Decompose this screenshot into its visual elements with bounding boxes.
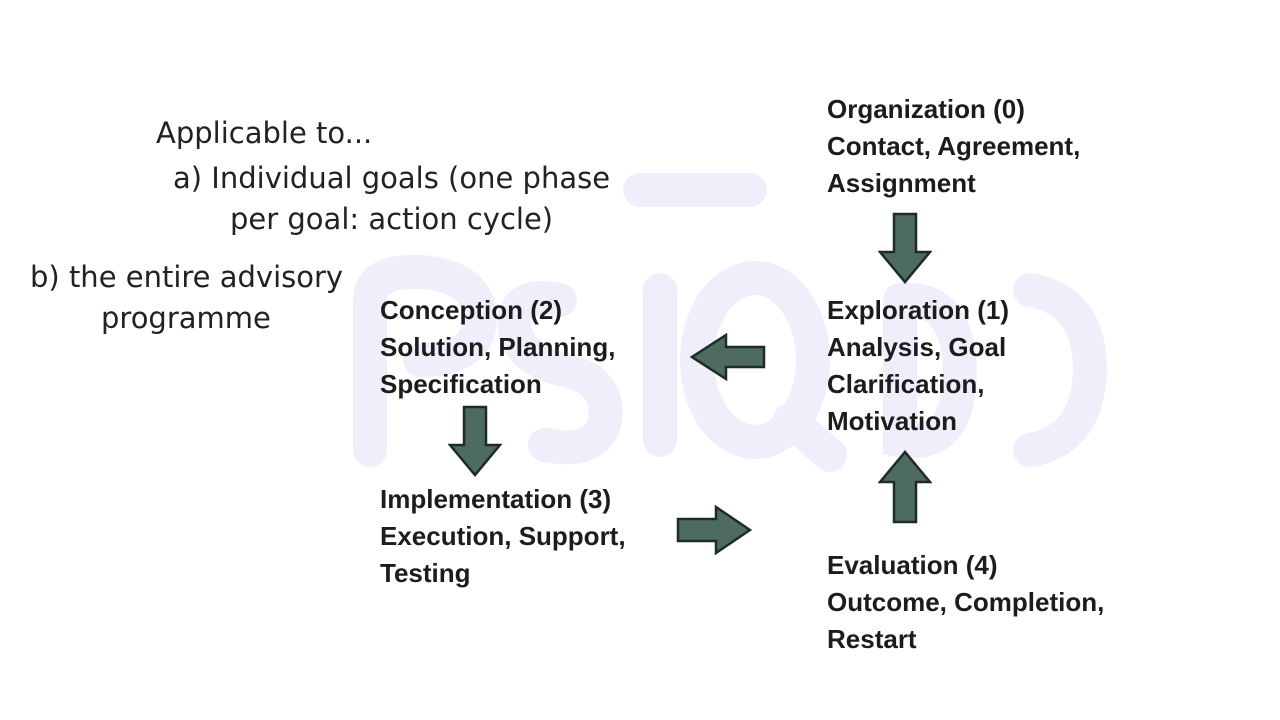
phase-exploration-title: Exploration (1) xyxy=(827,295,1010,325)
phase-exploration-line: Motivation xyxy=(827,406,957,436)
phase-organization-line: Assignment xyxy=(827,168,976,198)
applicable-item-b-line2: programme xyxy=(101,301,271,335)
phase-organization-title: Organization (0) xyxy=(827,94,1025,124)
phase-organization-line: Contact, Agreement, xyxy=(827,131,1081,161)
arrow-right-implementation-to-evaluation-icon xyxy=(676,505,752,555)
phase-conception-line: Solution, Planning, xyxy=(380,332,616,362)
phase-exploration-line: Clarification, xyxy=(827,369,985,399)
arrow-left-exploration-to-conception-icon xyxy=(690,333,766,381)
applicable-item-b-line1: b) the entire advisory xyxy=(30,260,344,294)
phase-implementation: Implementation (3) Execution, Support, T… xyxy=(380,481,626,592)
phase-evaluation-title: Evaluation (4) xyxy=(827,550,998,580)
arrow-down-conception-to-implementation-icon xyxy=(448,405,502,477)
phase-implementation-line: Testing xyxy=(380,558,471,588)
phase-implementation-line: Execution, Support, xyxy=(380,521,626,551)
applicable-item-a-line2: per goal: action cycle) xyxy=(230,202,554,236)
applicable-item-a-line1: a) Individual goals (one phase xyxy=(173,161,611,195)
phase-evaluation: Evaluation (4) Outcome, Completion, Rest… xyxy=(827,547,1104,658)
phase-implementation-title: Implementation (3) xyxy=(380,484,612,514)
phase-conception-title: Conception (2) xyxy=(380,295,562,325)
arrow-down-organization-to-exploration-icon xyxy=(878,212,932,284)
applicable-heading: Applicable to... xyxy=(156,116,373,150)
arrow-up-evaluation-to-exploration-icon xyxy=(878,450,932,524)
phase-evaluation-line: Restart xyxy=(827,624,917,654)
phase-conception: Conception (2) Solution, Planning, Speci… xyxy=(380,292,615,403)
phase-exploration: Exploration (1) Analysis, Goal Clarifica… xyxy=(827,292,1009,440)
phase-conception-line: Specification xyxy=(380,369,542,399)
phase-evaluation-line: Outcome, Completion, xyxy=(827,587,1105,617)
phase-organization: Organization (0) Contact, Agreement, Ass… xyxy=(827,91,1080,202)
phase-exploration-line: Analysis, Goal xyxy=(827,332,1007,362)
